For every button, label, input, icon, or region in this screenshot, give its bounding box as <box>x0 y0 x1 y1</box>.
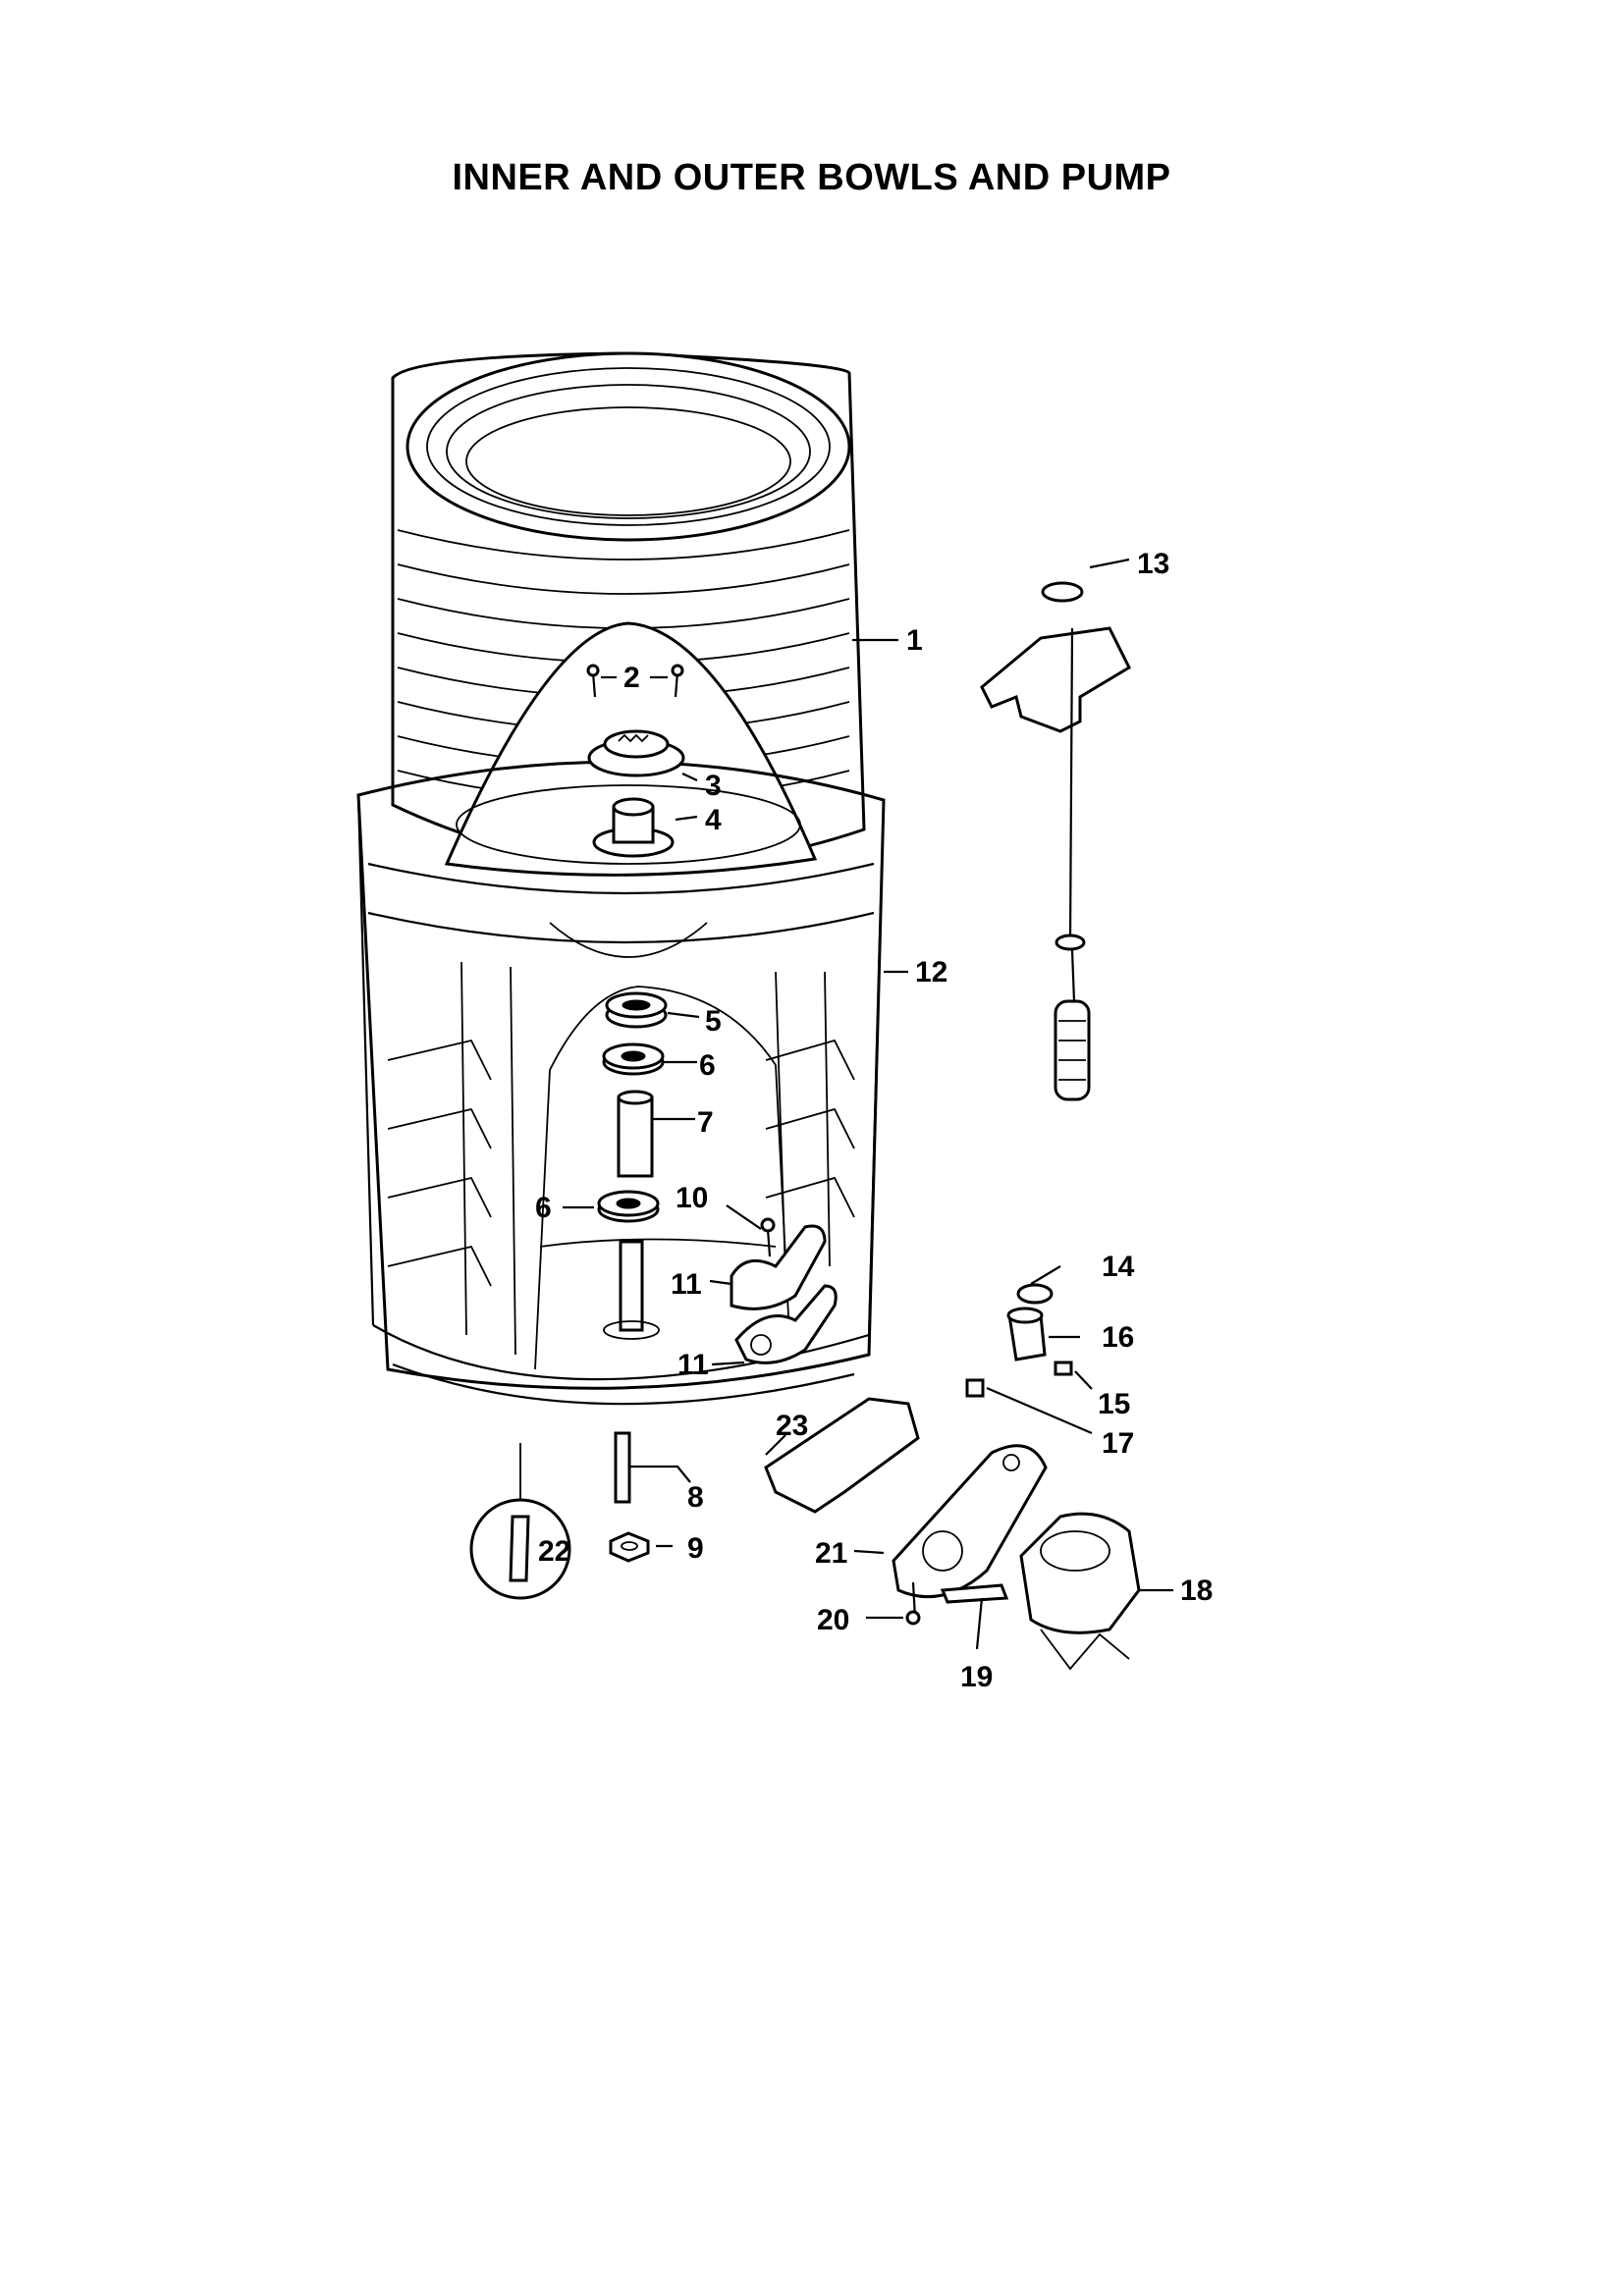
hub <box>587 729 685 777</box>
tub-bracket <box>730 1224 838 1364</box>
level-sensor <box>980 581 1131 1101</box>
callout-13: 13 <box>1137 548 1169 580</box>
callout-8: 8 <box>687 1481 704 1514</box>
hex-nut <box>609 1531 650 1563</box>
wire-clip <box>940 1583 1009 1604</box>
callout-7: 7 <box>697 1106 714 1139</box>
callout-17: 17 <box>1102 1427 1134 1460</box>
drain-pin <box>614 1431 631 1504</box>
drain-pump <box>1019 1512 1141 1671</box>
pump-gasket <box>892 1444 1048 1599</box>
small-clip <box>1054 1361 1073 1376</box>
callout-21: 21 <box>815 1537 847 1570</box>
o-ring <box>1016 1283 1054 1305</box>
callout-16: 16 <box>1102 1321 1134 1354</box>
callout-23: 23 <box>776 1410 808 1442</box>
bearing-upper <box>602 1042 665 1076</box>
elbow <box>1006 1307 1047 1362</box>
inner-bowl <box>391 351 866 877</box>
callout-20: 20 <box>817 1604 849 1636</box>
callout-6-lower: 6 <box>535 1192 552 1224</box>
callout-12: 12 <box>915 956 947 988</box>
outer-tub <box>356 760 886 1406</box>
callout-18: 18 <box>1180 1575 1213 1607</box>
callout-11-upper: 11 <box>671 1268 702 1301</box>
seal <box>605 991 668 1029</box>
center-shaft <box>603 1240 660 1340</box>
screw-pair <box>586 664 684 698</box>
callout-2: 2 <box>623 662 640 694</box>
callout-22: 22 <box>538 1535 570 1568</box>
callout-11-lower: 11 <box>677 1349 709 1381</box>
callout-labels: 1 2 3 4 5 6 7 6 10 11 11 12 13 14 16 15 … <box>535 548 1213 1693</box>
callout-14: 14 <box>1102 1251 1135 1283</box>
callout-10: 10 <box>676 1182 708 1214</box>
screw <box>760 1217 776 1257</box>
clip-detail <box>469 1443 571 1600</box>
callout-15: 15 <box>1098 1388 1130 1420</box>
sleeve <box>617 1090 654 1178</box>
pump-screw <box>905 1581 921 1626</box>
diagram-title: INNER AND OUTER BOWLS AND PUMP <box>452 157 1171 198</box>
callout-4: 4 <box>705 804 722 836</box>
callout-9: 9 <box>687 1532 704 1565</box>
pump-cover <box>764 1397 920 1514</box>
bracket-clip <box>965 1378 985 1398</box>
leader-lines <box>563 558 1173 1650</box>
callout-3: 3 <box>705 770 722 802</box>
callout-5: 5 <box>705 1005 722 1038</box>
bearing-lower <box>597 1190 660 1223</box>
callout-1: 1 <box>906 624 923 657</box>
drive-gear <box>592 797 675 858</box>
callout-19: 19 <box>960 1661 993 1693</box>
callout-6-upper: 6 <box>699 1049 716 1082</box>
